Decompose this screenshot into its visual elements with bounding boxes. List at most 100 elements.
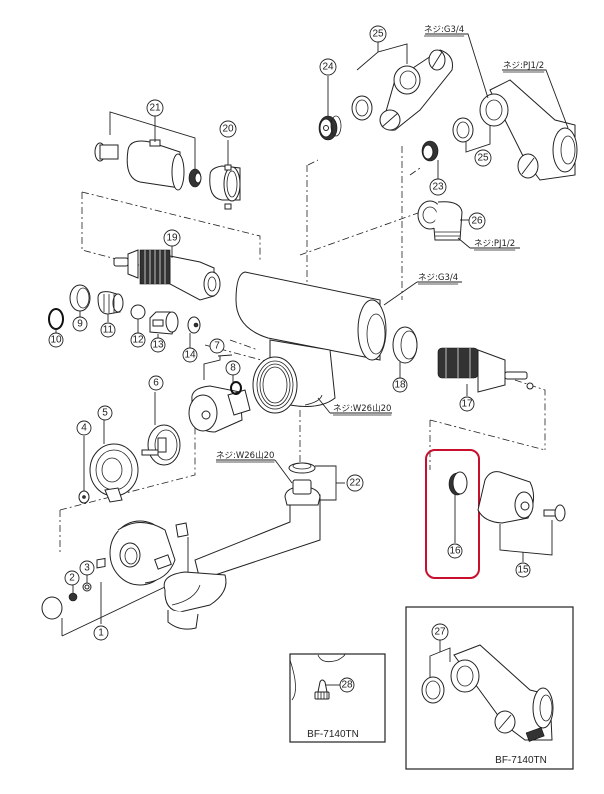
part-20-ring[interactable]	[209, 140, 241, 210]
callout-25-left[interactable]: 25	[369, 25, 387, 43]
thread-label-pj12-elbow: ネジ:PJ1/2	[474, 239, 515, 249]
spout	[163, 494, 321, 630]
thread-label-g34-body: ネジ:G3/4	[418, 273, 458, 283]
part-7-switch-valve[interactable]	[188, 354, 251, 433]
svg-text:5: 5	[102, 408, 108, 419]
svg-text:26: 26	[471, 216, 483, 227]
svg-text:24: 24	[322, 62, 334, 73]
callout-26[interactable]: 26	[468, 212, 486, 230]
main-valve-body	[235, 271, 387, 414]
thread-label-w26-spout: ネジ:W26山20	[216, 450, 274, 461]
part-23-check-valve[interactable]	[421, 140, 439, 180]
svg-text:17: 17	[461, 399, 473, 410]
svg-text:4: 4	[81, 423, 87, 434]
callout-24[interactable]: 24	[319, 58, 337, 76]
part-18-cap-ring[interactable]	[392, 326, 418, 378]
callout-23[interactable]: 23	[429, 178, 447, 196]
callout-25-right[interactable]: 25	[474, 149, 492, 167]
svg-text:27: 27	[434, 627, 446, 638]
svg-text:20: 20	[222, 124, 234, 135]
part-1-lever-handle[interactable]	[61, 520, 189, 637]
svg-text:6: 6	[153, 378, 159, 389]
svg-text:21: 21	[149, 103, 161, 114]
part-9-nut[interactable]	[69, 284, 91, 318]
callout-20[interactable]: 20	[219, 120, 237, 138]
svg-text:2: 2	[69, 573, 75, 584]
callout-13[interactable]: 13	[150, 337, 166, 353]
svg-text:13: 13	[152, 340, 164, 351]
svg-text:9: 9	[77, 319, 83, 330]
callout-14[interactable]: 14	[182, 347, 198, 363]
callout-28[interactable]: 28	[339, 677, 355, 693]
callout-3[interactable]: 3	[79, 560, 95, 576]
inset-small: 28 BF-7140TN	[289, 653, 386, 743]
callout-19[interactable]: 19	[163, 229, 181, 247]
callout-22[interactable]: 22	[346, 474, 364, 492]
svg-text:14: 14	[184, 350, 196, 361]
thread-label-pj12-top: ネジ:PJ1/2	[503, 61, 544, 71]
callout-10[interactable]: 10	[48, 332, 64, 348]
callout-17[interactable]: 17	[459, 396, 475, 412]
svg-text:11: 11	[103, 325, 114, 336]
part-25-elbow-connector-right[interactable]	[452, 79, 578, 181]
part-12-ball[interactable]	[130, 304, 146, 333]
part-13-check-valve[interactable]	[149, 311, 179, 342]
svg-text:18: 18	[394, 380, 406, 391]
part-21-handle[interactable]	[94, 111, 202, 191]
svg-text:3: 3	[84, 563, 90, 574]
part-11-strainer[interactable]	[97, 291, 124, 322]
thread-label-w26-body: ネジ:W26山20	[333, 403, 391, 414]
callout-2[interactable]: 2	[64, 570, 80, 586]
callout-5[interactable]: 5	[97, 405, 113, 421]
svg-text:8: 8	[230, 363, 236, 374]
svg-text:15: 15	[517, 565, 529, 576]
part-25-elbow-connector-left[interactable]	[351, 40, 453, 131]
part-22-nut-and-gasket[interactable]	[284, 462, 345, 506]
part-15-shower-bracket[interactable]	[477, 471, 566, 562]
callout-16[interactable]: 16	[447, 543, 463, 559]
thread-label-g34-top: ネジ:G3/4	[424, 25, 464, 35]
part-14-washer[interactable]	[187, 316, 201, 348]
svg-text:19: 19	[166, 233, 178, 244]
part-2-nut[interactable]	[68, 585, 78, 602]
callout-15[interactable]: 15	[515, 562, 531, 578]
callout-12[interactable]: 12	[130, 332, 146, 348]
part-6-valve-seat[interactable]	[141, 392, 181, 466]
callout-27[interactable]: 27	[431, 623, 449, 641]
callout-11[interactable]: 11	[100, 322, 116, 338]
inset-large: 27 BF-7140TN	[405, 606, 574, 770]
callout-6[interactable]: 6	[148, 375, 164, 391]
part-10-o-ring[interactable]	[48, 308, 64, 334]
svg-text:25: 25	[477, 153, 489, 164]
inset-large-model-label: BF-7140TN	[495, 755, 547, 766]
part-5-bezel[interactable]	[89, 420, 139, 503]
callout-4[interactable]: 4	[76, 420, 92, 436]
callout-1[interactable]: 1	[93, 625, 109, 641]
part-4-screw[interactable]	[78, 436, 90, 504]
callout-21[interactable]: 21	[146, 99, 164, 117]
part-16-ring[interactable]	[448, 471, 468, 543]
highlight-box	[425, 449, 480, 579]
part-19-thermo-cartridge[interactable]	[113, 246, 221, 301]
callout-8[interactable]: 8	[225, 360, 241, 376]
part-17-diverter-cartridge[interactable]	[437, 347, 534, 396]
callout-7[interactable]: 7	[209, 338, 225, 354]
callout-18[interactable]: 18	[392, 377, 408, 393]
part-24-check-valve[interactable]	[318, 76, 342, 141]
svg-text:25: 25	[372, 29, 384, 40]
part-26-elbow-fitting[interactable]	[417, 200, 470, 241]
svg-text:1: 1	[98, 628, 104, 639]
thread-labels: ネジ:G3/4 ネジ:PJ1/2 ネジ:PJ1/2 ネジ:G3/4 ネジ:W26…	[216, 25, 545, 463]
thread-label-leaders	[216, 33, 569, 484]
part-3-washer[interactable]	[82, 575, 92, 592]
svg-text:10: 10	[50, 335, 62, 346]
callout-9[interactable]: 9	[72, 316, 88, 332]
svg-text:12: 12	[132, 335, 144, 346]
inset-small-model-label: BF-7140TN	[307, 729, 359, 740]
part-1-cap-square[interactable]	[96, 557, 106, 624]
svg-text:7: 7	[214, 341, 220, 352]
part-cap-button[interactable]	[41, 596, 63, 636]
svg-text:28: 28	[341, 680, 353, 691]
svg-text:16: 16	[449, 546, 461, 557]
